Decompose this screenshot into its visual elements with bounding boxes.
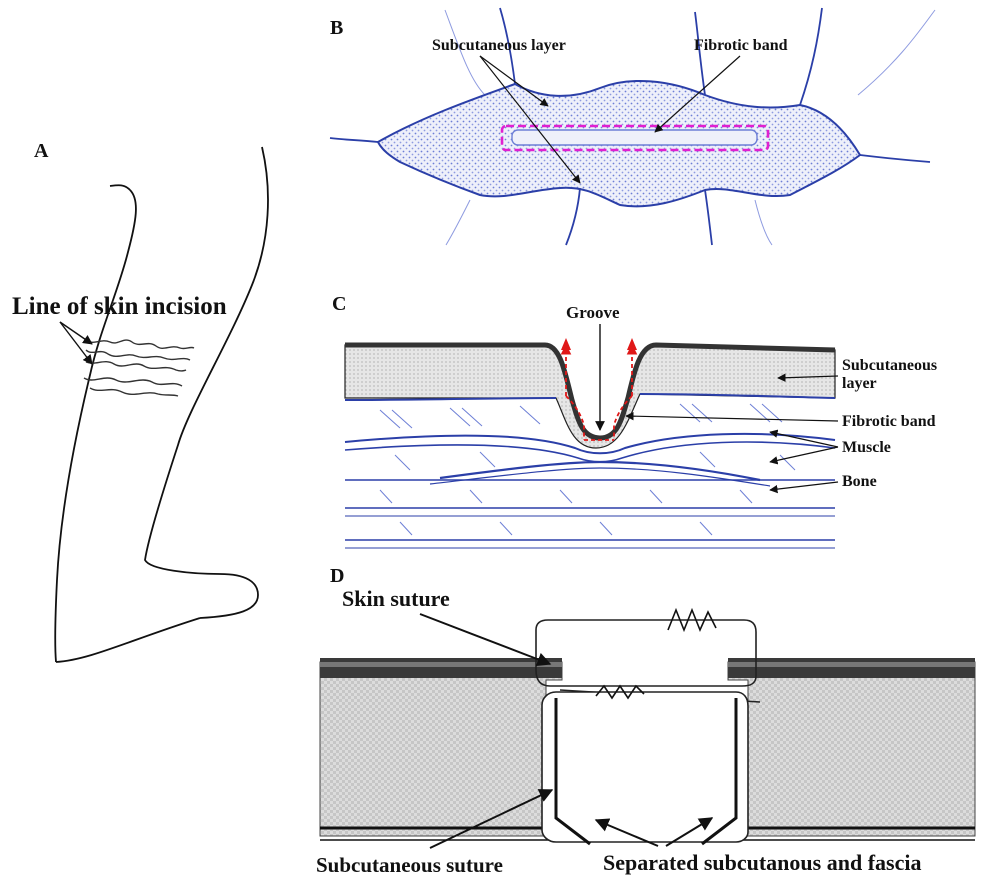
panel-a: A Line of skin incision: [12, 140, 268, 662]
separated-fascia-label: Separated subcutanous and fascia: [603, 850, 921, 875]
panel-b-letter: B: [330, 17, 343, 39]
fibrotic-band-label: Fibrotic band: [694, 37, 788, 54]
muscle-label: Muscle: [842, 439, 891, 456]
subcutaneous-layer-label: Subcutaneous layer: [432, 37, 566, 54]
skin-left-highlight: [320, 662, 562, 667]
subcutaneous-label-line2: layer: [842, 375, 877, 392]
incision-label: Line of skin incision: [12, 293, 227, 320]
panel-b: B Subcutaneous layer Fibrotic band: [330, 8, 935, 245]
arrowhead-right-red: [627, 338, 637, 350]
skin-left-band: [320, 658, 562, 678]
skin-right-band: [728, 658, 975, 678]
panel-d: D Skin suture Subcutaneous suture Separ: [316, 565, 975, 877]
panel-a-letter: A: [34, 140, 49, 162]
leg-outline: [55, 147, 268, 662]
bone-label: Bone: [842, 473, 877, 490]
panel-c: C: [332, 293, 937, 548]
muscle-hatch: [380, 404, 795, 535]
panel-d-letter: D: [330, 565, 344, 587]
incision-pointer-arrows: [60, 322, 92, 364]
muscle-bone-region: [345, 394, 835, 548]
incision-lines: [84, 340, 194, 396]
subcutaneous-suture-loop: [542, 692, 748, 842]
skin-suture-loop: [536, 620, 756, 686]
panel-c-letter: C: [332, 293, 346, 315]
arrowhead-left-red: [561, 338, 571, 350]
subcutaneous-suture-label: Subcutaneous suture: [316, 853, 503, 877]
groove-label: Groove: [566, 303, 620, 322]
subcutaneous-label-line1: Subcutaneous: [842, 357, 937, 374]
skin-suture-label: Skin suture: [342, 586, 450, 611]
fibrotic-band-label-c: Fibrotic band: [842, 413, 936, 430]
skin-right-highlight: [728, 662, 975, 667]
